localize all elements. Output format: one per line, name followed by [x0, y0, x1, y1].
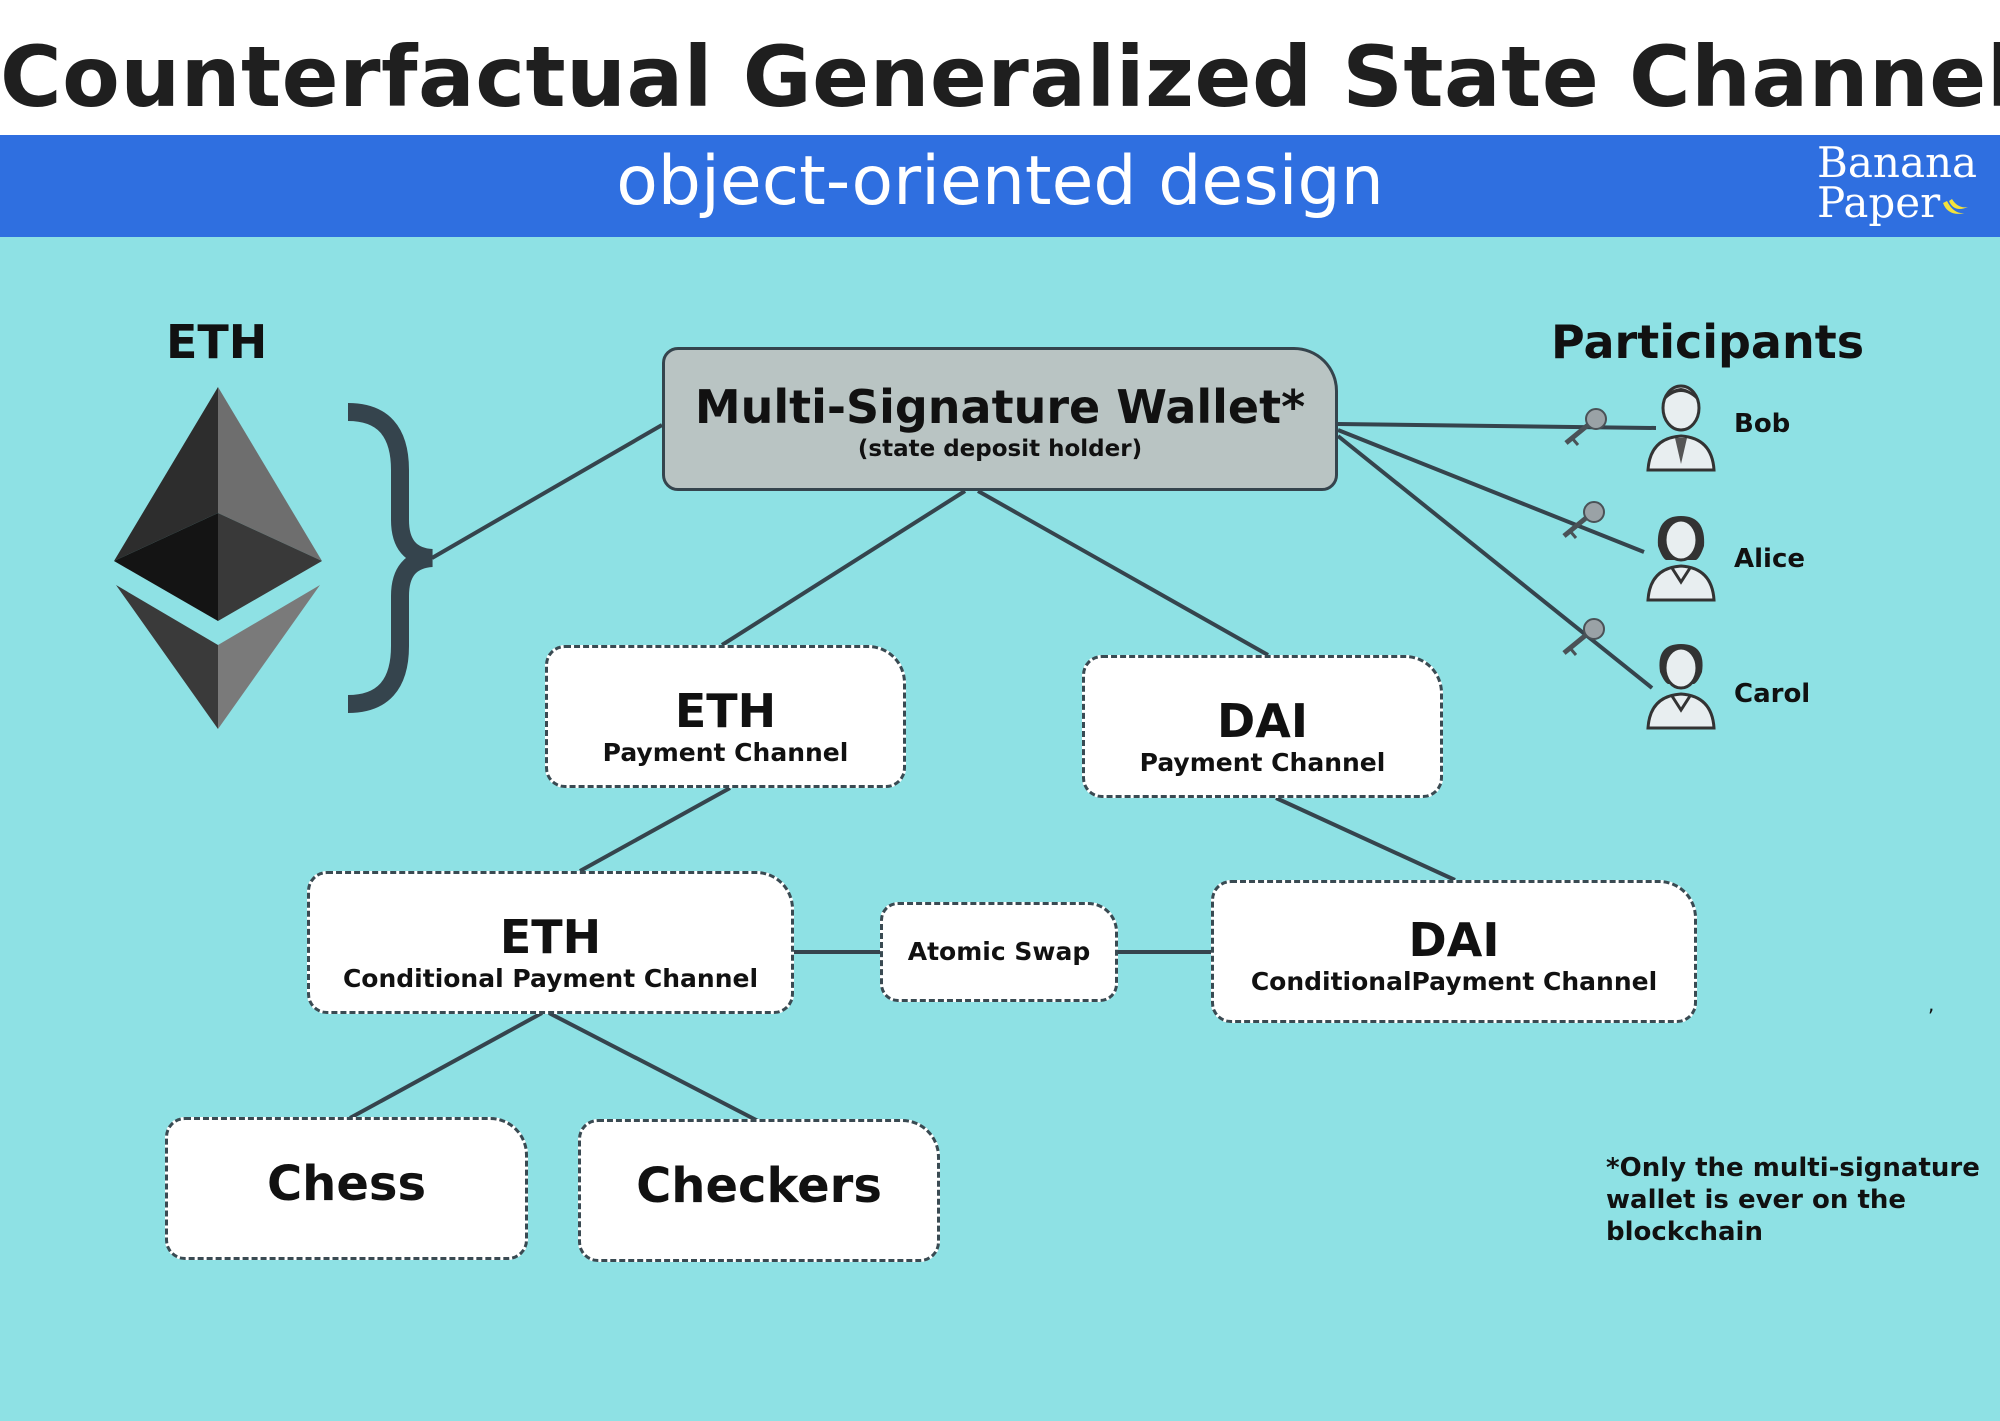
logo-line-1: Banana — [1817, 138, 1978, 187]
eth-label: ETH — [166, 315, 268, 369]
multisig-wallet-node: Multi-Signature Wallet* (state deposit h… — [662, 347, 1338, 491]
dai-payment-to-dai-conditional-line — [1275, 796, 1456, 882]
eth-payment-channel-node: ETH Payment Channel — [545, 645, 906, 788]
key-icon-carol — [1562, 618, 1605, 656]
participant-bob: Bob — [1734, 409, 1791, 439]
wallet-to-dai-payment-line — [977, 489, 1269, 657]
curly-brace — [347, 403, 434, 713]
carol-avatar-icon — [1646, 644, 1716, 730]
title-bar — [0, 0, 2000, 135]
dai-payment-channel-node: DAI Payment Channel — [1082, 655, 1443, 798]
node-type-label: ConditionalPayment Channel — [1250, 967, 1658, 996]
wallet-title: Multi-Signature Wallet* — [694, 380, 1306, 434]
eth-conditional-to-checkers-line — [548, 1011, 761, 1124]
dai-conditional-payment-channel-node: DAI ConditionalPayment Channel — [1211, 880, 1697, 1023]
footnote: *Only the multi-signature wallet is ever… — [1606, 1153, 1980, 1247]
checkers-node: Checkers — [578, 1119, 940, 1262]
key-icon-bob — [1564, 408, 1607, 446]
bob-avatar-icon — [1646, 384, 1716, 472]
chess-label: Chess — [266, 1156, 427, 1212]
alice-avatar-icon — [1646, 516, 1716, 602]
node-currency-label: DAI — [1217, 694, 1308, 748]
banana-paper-logo: Banana Paper — [1817, 138, 1982, 224]
atomic-swap-node: Atomic Swap — [880, 902, 1118, 1002]
checkers-label: Checkers — [636, 1158, 882, 1214]
node-currency-label: DAI — [1408, 913, 1500, 967]
node-type-label: Payment Channel — [602, 738, 849, 767]
eth-conditional-payment-channel-node: ETH Conditional Payment Channel — [307, 871, 794, 1014]
wallet-to-carol-line — [1336, 434, 1654, 690]
subtitle-band — [0, 135, 2000, 237]
wallet-to-eth-payment-line — [720, 489, 967, 647]
brace-to-wallet-line — [430, 423, 664, 560]
participants-title: Participants — [1551, 315, 1865, 369]
stray-mark: , — [1928, 992, 1935, 1016]
chess-node: Chess — [165, 1117, 528, 1260]
atomic-swap-label: Atomic Swap — [907, 937, 1091, 966]
wallet-to-alice-line — [1337, 428, 1645, 554]
logo-line-2: Paper — [1817, 182, 1982, 224]
banana-icon — [1943, 199, 1969, 214]
eth-payment-to-eth-conditional-line — [579, 786, 731, 873]
page-subtitle: object-oriented design — [616, 142, 1384, 221]
wallet-subtitle: (state deposit holder) — [857, 436, 1143, 462]
participant-alice: Alice — [1734, 544, 1805, 574]
eth-conditional-to-chess-line — [349, 1011, 543, 1120]
participant-carol: Carol — [1734, 679, 1811, 709]
key-icon-alice — [1562, 501, 1605, 539]
node-type-label: Conditional Payment Channel — [342, 964, 759, 993]
node-type-label: Payment Channel — [1139, 748, 1386, 777]
node-currency-label: ETH — [674, 684, 777, 738]
page-title: Counterfactual Generalized State Channel… — [0, 28, 2000, 126]
ethereum-icon — [114, 387, 322, 729]
node-currency-label: ETH — [499, 910, 602, 964]
